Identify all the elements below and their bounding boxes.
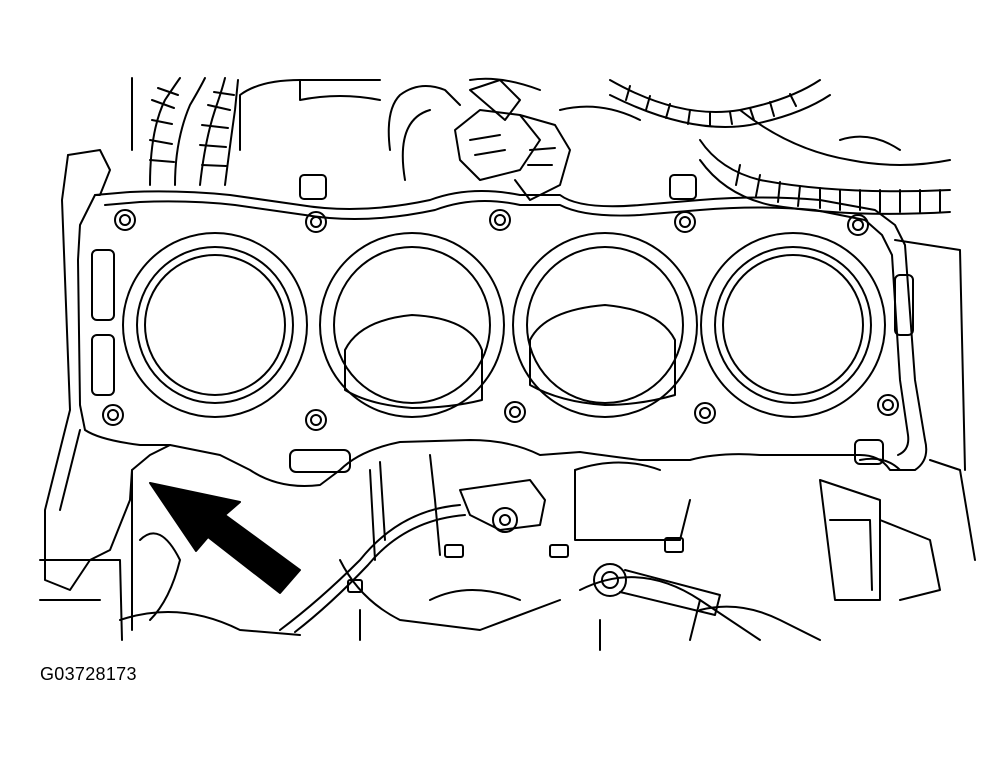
coolant-passages bbox=[91, 174, 914, 473]
wire-harness-left bbox=[149, 77, 239, 186]
engine-background bbox=[39, 77, 976, 651]
gasket-outline bbox=[77, 190, 928, 487]
cylinder-bore-2 bbox=[319, 232, 505, 418]
cylinder-bore-4 bbox=[700, 232, 886, 418]
cylinder-bore-1 bbox=[122, 232, 308, 418]
front-direction-arrow-icon bbox=[149, 482, 301, 594]
intake-connector bbox=[387, 79, 571, 201]
knock-sensor-assembly bbox=[279, 454, 721, 641]
bolt-holes bbox=[102, 209, 899, 431]
head-gasket bbox=[44, 149, 928, 591]
wire-harness-right bbox=[609, 79, 951, 215]
cylinder-bore-3 bbox=[512, 232, 698, 418]
figure-id-label: G03728173 bbox=[40, 664, 137, 684]
